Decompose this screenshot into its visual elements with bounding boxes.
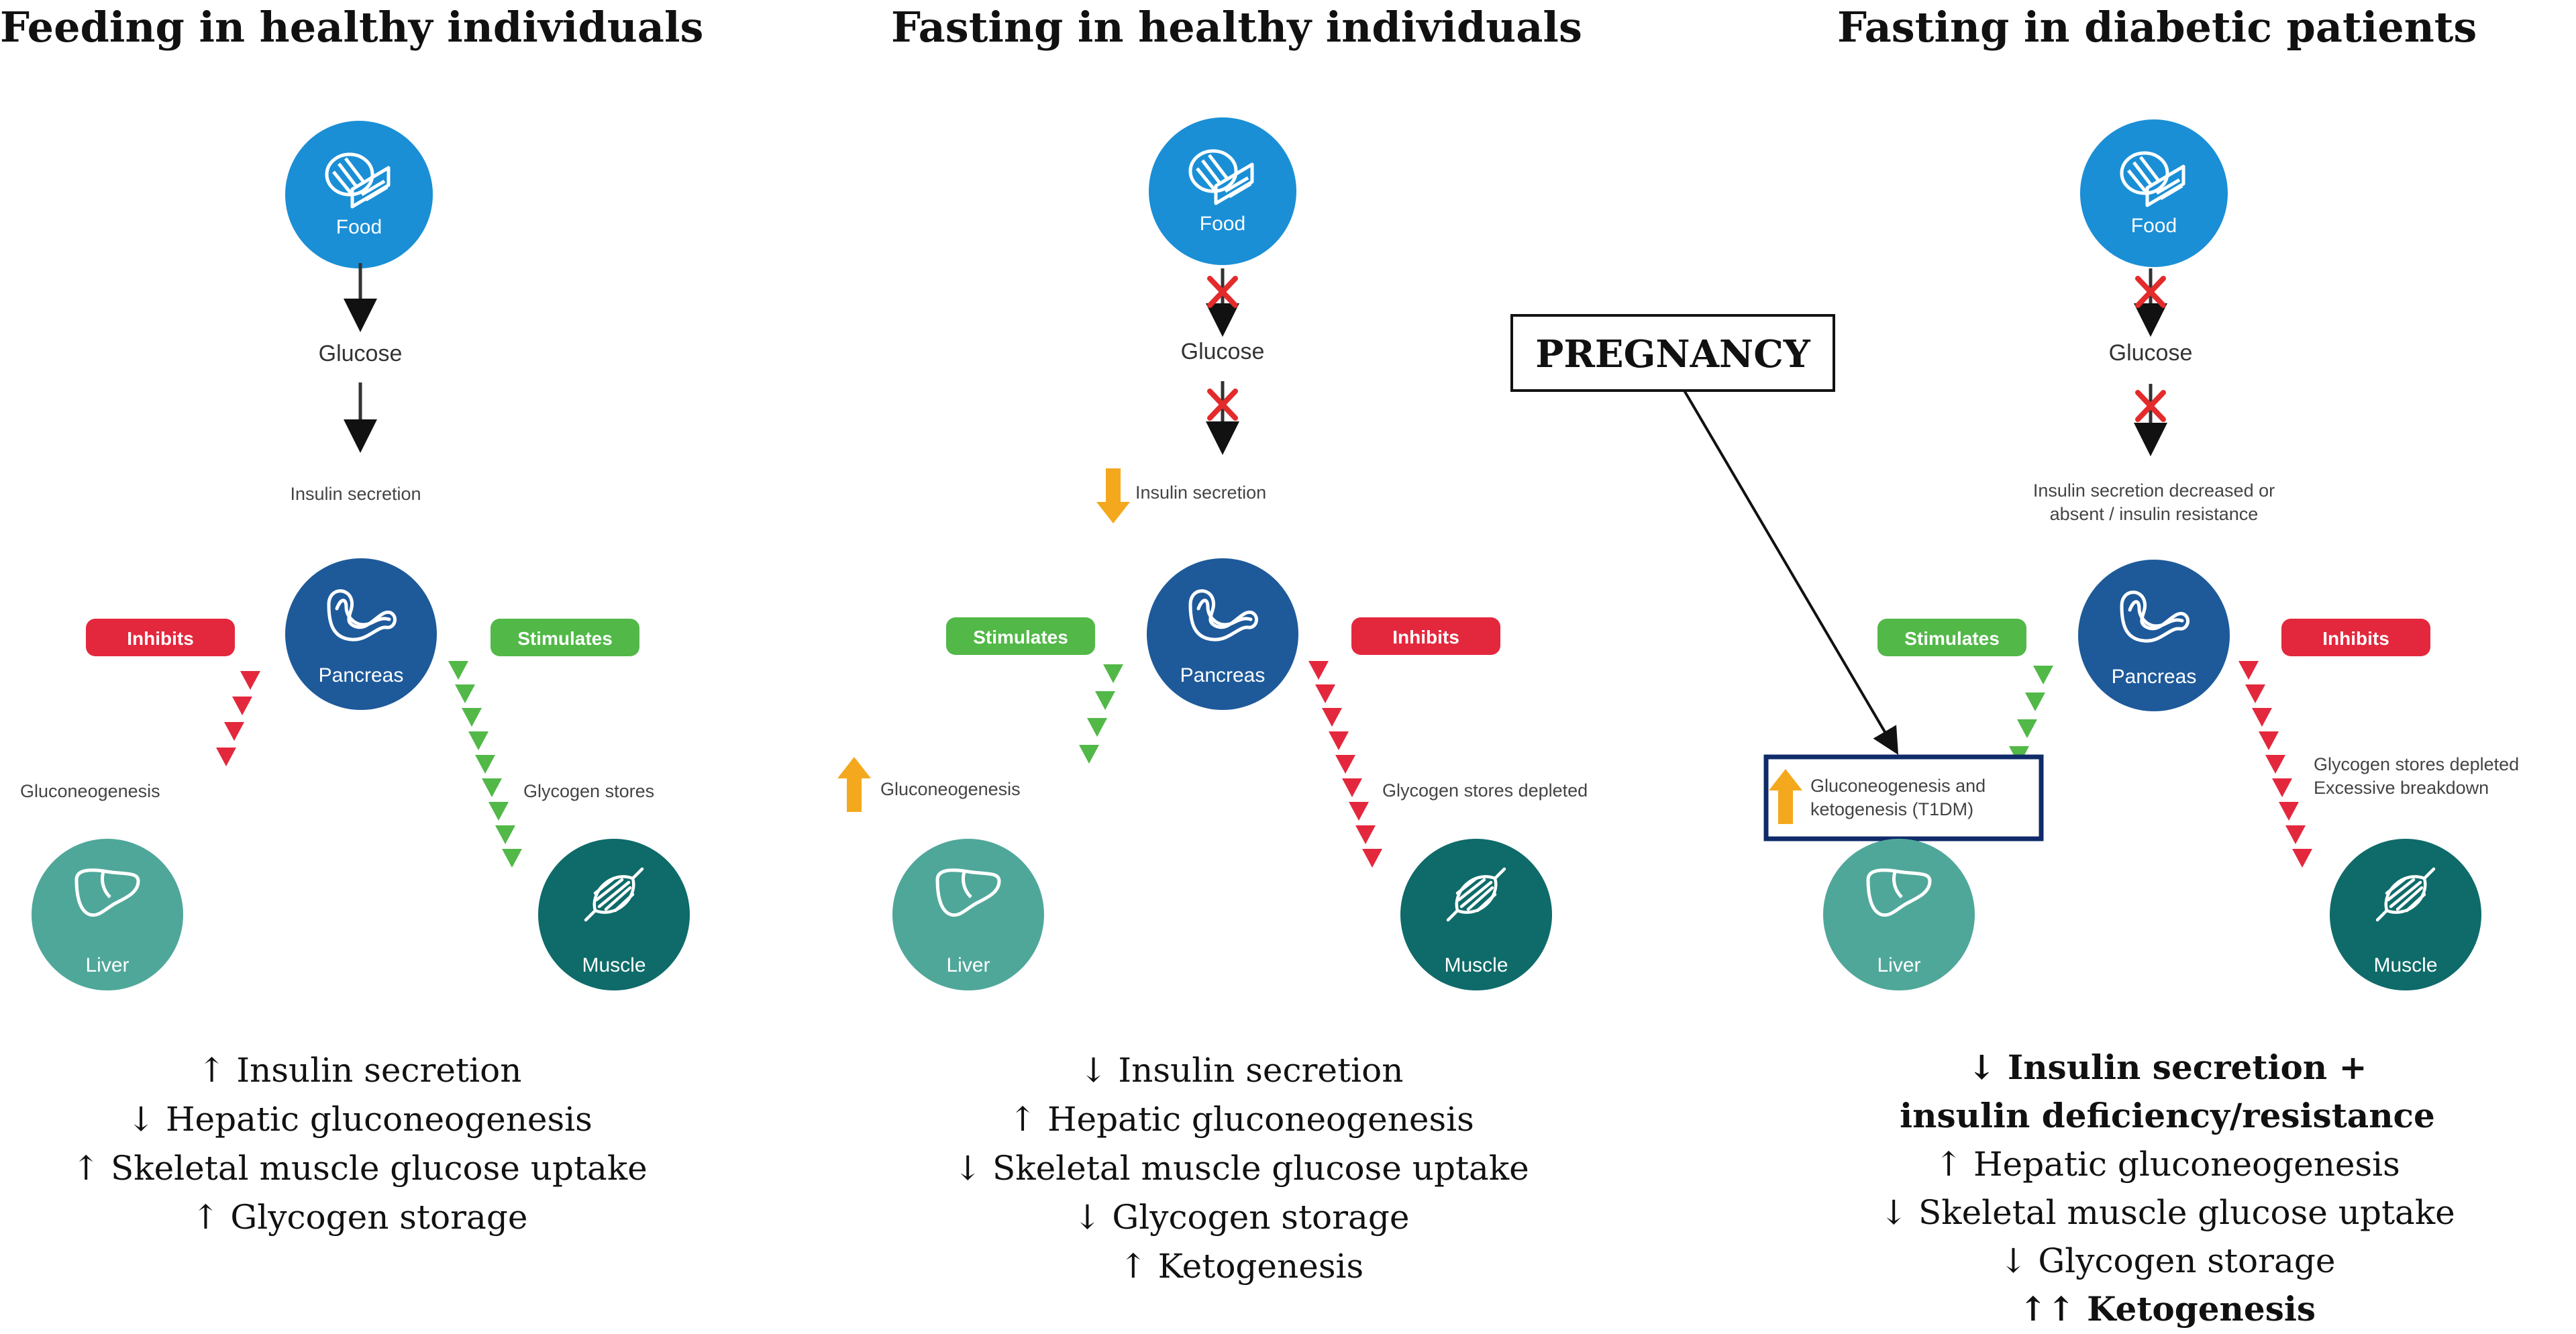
liver-node: Liver: [32, 839, 183, 990]
breakdown-label: Excessive breakdown: [2314, 778, 2489, 798]
stimulates-badge: Stimulates: [1877, 619, 2026, 656]
glycogen-label: Glycogen stores depleted: [1382, 780, 1588, 801]
inhibits-badge: Inhibits: [2281, 619, 2430, 656]
muscle-node: Muscle: [2330, 839, 2481, 990]
cross-icon: [2135, 276, 2166, 308]
summary: ↓ Insulin secretion + insulin deficiency…: [1879, 1047, 2455, 1329]
inhibit-chevrons: [1308, 661, 1382, 868]
summary-line: ↑ Insulin secretion: [198, 1051, 522, 1090]
muscle-label: Muscle: [582, 954, 646, 976]
down-arrow-icon: [1096, 468, 1130, 523]
insulin-label-2: absent / insulin resistance: [2050, 504, 2259, 524]
food-node: Food: [2080, 119, 2228, 267]
pancreas-node: Pancreas: [285, 558, 437, 710]
gluconeogenesis-label: Gluconeogenesis and: [1810, 776, 1986, 796]
panel-fasting-diabetic: Fasting in diabetic patients Food Glucos…: [1763, 3, 2519, 1329]
stimulate-chevrons: [2009, 666, 2053, 765]
inhibits-badge: Inhibits: [86, 619, 235, 656]
food-label: Food: [2131, 215, 2177, 237]
summary-line: ↓ Skeletal muscle glucose uptake: [954, 1149, 1529, 1188]
summary-line: ↑ Skeletal muscle glucose uptake: [72, 1149, 648, 1188]
insulin-label: Insulin secretion: [1135, 482, 1266, 503]
inhibit-chevrons: [216, 671, 260, 766]
summary: ↓ Insulin secretion ↑ Hepatic gluconeoge…: [954, 1051, 1529, 1286]
summary-line: ↓ Hepatic gluconeogenesis: [127, 1100, 593, 1139]
glucose-label: Glucose: [1181, 339, 1265, 364]
up-arrow-icon: [1769, 769, 1802, 824]
pancreas-label: Pancreas: [319, 664, 404, 686]
summary-line: ↓ Glycogen storage: [1074, 1198, 1410, 1237]
liver-label: Liver: [85, 954, 129, 976]
glucose-label: Glucose: [2109, 340, 2193, 366]
badge-label: Stimulates: [1904, 628, 2000, 649]
liver-label: Liver: [1877, 954, 1920, 976]
liver-label: Liver: [946, 954, 990, 976]
panel-feeding: Feeding in healthy individuals Food Gluc…: [0, 3, 703, 1237]
stimulate-chevrons: [448, 661, 522, 868]
glycogen-label: Glycogen stores depleted: [2314, 754, 2519, 774]
pancreas-label: Pancreas: [1180, 664, 1266, 686]
summary-line: ↑ Hepatic gluconeogenesis: [1935, 1145, 2400, 1184]
badge-label: Stimulates: [517, 628, 613, 649]
panel-title: Feeding in healthy individuals: [0, 3, 703, 52]
summary: ↑ Insulin secretion ↓ Hepatic gluconeoge…: [72, 1051, 648, 1237]
food-label: Food: [336, 216, 382, 238]
cross-icon: [2135, 390, 2166, 422]
summary-line: ↑ Hepatic gluconeogenesis: [1009, 1100, 1474, 1139]
summary-line: ↑↑ Ketogenesis: [2019, 1289, 2316, 1329]
summary-line: ↑ Glycogen storage: [192, 1198, 528, 1237]
pregnancy-label: PREGNANCY: [1535, 332, 1811, 376]
inhibit-chevrons: [2238, 661, 2312, 868]
badge-label: Stimulates: [973, 627, 1068, 648]
liver-node: Liver: [892, 839, 1044, 990]
badge-label: Inhibits: [1392, 627, 1459, 648]
pancreas-node: Pancreas: [1147, 558, 1298, 710]
summary-line: ↓ Skeletal muscle glucose uptake: [1879, 1193, 2455, 1232]
food-node: Food: [1149, 117, 1296, 265]
gluconeogenesis-label: Gluconeogenesis: [880, 779, 1021, 799]
summary-line: ↓ Glycogen storage: [2000, 1241, 2336, 1280]
glycogen-label: Glycogen stores: [523, 781, 654, 801]
up-arrow-icon: [837, 757, 871, 812]
summary-line: ↑ Ketogenesis: [1119, 1247, 1363, 1286]
insulin-label: Insulin secretion decreased or: [2033, 480, 2275, 501]
pregnancy-callout: PREGNANCY: [1510, 314, 1899, 755]
summary-line: ↓ Insulin secretion: [1080, 1051, 1404, 1090]
food-label: Food: [1200, 213, 1245, 235]
pointer-arrow: [1683, 389, 1899, 755]
badge-label: Inhibits: [127, 628, 194, 649]
ketogenesis-label: ketogenesis (T1DM): [1810, 799, 1973, 819]
muscle-node: Muscle: [1400, 839, 1552, 990]
cross-icon: [1207, 276, 1238, 308]
panel-title: Fasting in healthy individuals: [891, 3, 1582, 52]
food-node: Food: [285, 121, 433, 268]
muscle-label: Muscle: [1444, 954, 1508, 976]
highlight-box: Gluconeogenesis and ketogenesis (T1DM): [1763, 754, 2044, 841]
inhibits-badge: Inhibits: [1351, 617, 1500, 655]
cross-icon: [1207, 389, 1238, 421]
pancreas-label: Pancreas: [2112, 666, 2197, 688]
liver-node: Liver: [1823, 839, 1975, 990]
pancreas-node: Pancreas: [2078, 560, 2230, 711]
muscle-node: Muscle: [538, 839, 690, 990]
insulin-label: Insulin secretion: [290, 484, 421, 504]
panel-title: Fasting in diabetic patients: [1837, 3, 2477, 52]
badge-label: Inhibits: [2322, 628, 2389, 649]
summary-line: ↓ Insulin secretion +: [1968, 1047, 2367, 1087]
stimulates-badge: Stimulates: [491, 619, 639, 656]
summary-line: insulin deficiency/resistance: [1900, 1096, 2435, 1135]
stimulate-chevrons: [1079, 664, 1123, 764]
gluconeogenesis-label: Gluconeogenesis: [20, 781, 160, 801]
glucose-label: Glucose: [319, 341, 403, 366]
muscle-label: Muscle: [2373, 954, 2437, 976]
stimulates-badge: Stimulates: [946, 617, 1095, 655]
panel-fasting-healthy: Fasting in healthy individuals Food Gluc…: [837, 3, 1588, 1286]
